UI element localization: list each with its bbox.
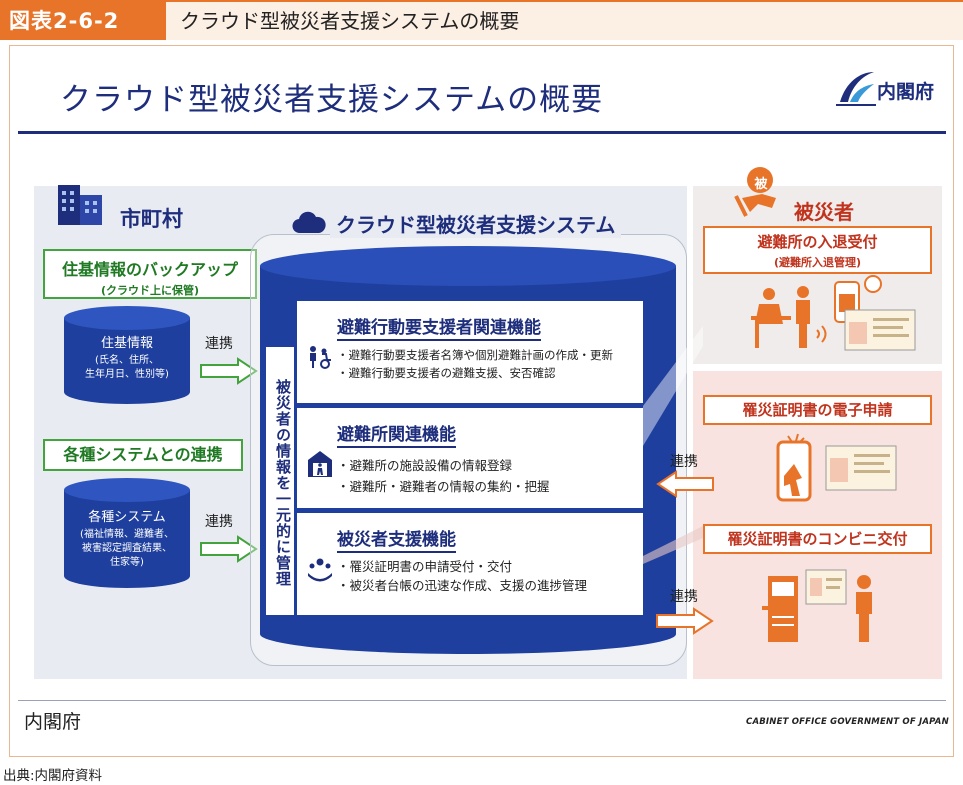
figure-header: 図表2-6-2 クラウド型被災者支援システムの概要 xyxy=(0,0,963,40)
id-card-reader-icon xyxy=(834,275,916,351)
resident-database-detail-1: (氏名、住所、 xyxy=(95,355,159,366)
source-note: 出典:内閣府資料 xyxy=(3,768,103,784)
smartphone-application-icon xyxy=(776,433,897,502)
municipal-building-icon xyxy=(58,185,102,225)
arrow-right-icon xyxy=(200,535,258,563)
systems-integration-box: 各種システムとの連携 xyxy=(43,439,243,471)
connector-highlight xyxy=(643,326,703,564)
link-label-inbound: 連携 xyxy=(670,454,698,470)
systems-database-cylinder xyxy=(64,478,190,588)
unified-management-label: 被災者の情報を一元的に管理 xyxy=(266,347,294,615)
cabinet-office-emblem-icon xyxy=(836,72,876,106)
systems-database-label: 各種システム (福祉情報、避難者、 被害認定調査結果、 住家等) xyxy=(62,506,192,570)
function-item: ・避難所・避難者の情報の集約・把握 xyxy=(337,479,550,494)
resident-database-name: 住基情報 xyxy=(100,336,153,351)
e-application-box: 罹災証明書の電子申請 xyxy=(703,395,932,425)
function-item: ・避難所の施設設備の情報登録 xyxy=(337,458,513,473)
kiosk-issuance-icon xyxy=(762,569,872,642)
support-hands-icon xyxy=(308,558,332,582)
cloud-icon xyxy=(292,211,326,234)
victim-badge: 被 xyxy=(754,177,768,192)
link-label-resident: 連携 xyxy=(205,336,233,352)
slide-panel: クラウド型被災者支援システムの概要 内閣府 市町村 住基情報のバックアップ (ク… xyxy=(9,45,954,757)
footer-organization: 内閣府 xyxy=(24,711,82,733)
function-panel-evacuation-support: 避難行動要支援者関連機能 ・避難行動要支援者名簿や個別避難計画の作成・更新 ・避… xyxy=(297,301,643,403)
title-divider xyxy=(18,131,946,134)
shelter-checkin-title: 避難所の入退受付 xyxy=(757,233,878,251)
arrow-right-icon xyxy=(200,357,258,385)
slide-title: クラウド型被災者支援システムの概要 xyxy=(60,82,604,118)
logo-text: 内閣府 xyxy=(877,81,935,103)
systems-database-detail-1: (福祉情報、避難者、 xyxy=(80,529,174,540)
figure-number-tag: 図表2-6-2 xyxy=(0,2,166,40)
resident-database-detail-2: 生年月日、性別等) xyxy=(85,369,169,380)
resident-database-cylinder xyxy=(64,306,190,404)
arrow-right-icon xyxy=(656,607,714,635)
systems-database-name: 各種システム xyxy=(88,510,166,525)
function-title: 避難所関連機能 xyxy=(337,420,456,448)
resident-backup-subtitle: (クラウド上に保管) xyxy=(100,284,200,297)
victim-figure-icon xyxy=(734,167,776,217)
cloud-system-title: クラウド型被災者支援システム xyxy=(330,209,622,238)
function-panel-shelter: 避難所関連機能 ・避難所の施設設備の情報登録 ・避難所・避難者の情報の集約・把握 xyxy=(297,408,643,508)
resident-database-label: 住基情報 (氏名、住所、 生年月日、性別等) xyxy=(62,332,192,382)
municipality-label: 市町村 xyxy=(120,207,183,231)
shelter-icon xyxy=(308,451,332,477)
shelter-checkin-box: 避難所の入退受付 (避難所入退管理) xyxy=(703,226,932,274)
link-label-outbound: 連携 xyxy=(670,589,698,605)
function-title: 被災者支援機能 xyxy=(337,525,456,553)
convenience-store-issuance-box: 罹災証明書のコンビニ交付 xyxy=(703,524,932,554)
cabinet-office-logo: 内閣府 xyxy=(836,68,956,112)
footer-organization-english: CABINET OFFICE GOVERNMENT OF JAPAN xyxy=(746,717,949,727)
arrow-left-icon xyxy=(656,470,714,498)
shelter-checkin-subtitle: (避難所入退管理) xyxy=(773,256,862,269)
function-title: 避難行動要支援者関連機能 xyxy=(337,313,541,341)
function-item: ・罹災証明書の申請受付・交付 xyxy=(337,559,513,574)
resident-backup-title: 住基情報のバックアップ xyxy=(61,260,238,279)
systems-database-detail-2: 被害認定調査結果、 xyxy=(82,543,172,554)
link-label-systems: 連携 xyxy=(205,514,233,530)
function-item: ・避難行動要支援者の避難支援、安否確認 xyxy=(337,366,556,380)
reception-desk-icon xyxy=(751,286,827,348)
function-panel-victim-support: 被災者支援機能 ・罹災証明書の申請受付・交付 ・被災者台帳の迅速な作成、支援の進… xyxy=(297,513,643,615)
victim-label: 被災者 xyxy=(794,200,854,224)
function-item: ・被災者台帳の迅速な作成、支援の進捗管理 xyxy=(337,578,588,593)
function-item: ・避難行動要支援者名簿や個別避難計画の作成・更新 xyxy=(337,348,613,362)
footer-divider xyxy=(18,700,946,701)
assisted-person-icon xyxy=(310,346,331,369)
figure-title: クラウド型被災者支援システムの概要 xyxy=(180,9,520,33)
resident-backup-box: 住基情報のバックアップ (クラウド上に保管) xyxy=(43,249,257,299)
systems-database-detail-3: 住家等) xyxy=(110,557,144,568)
